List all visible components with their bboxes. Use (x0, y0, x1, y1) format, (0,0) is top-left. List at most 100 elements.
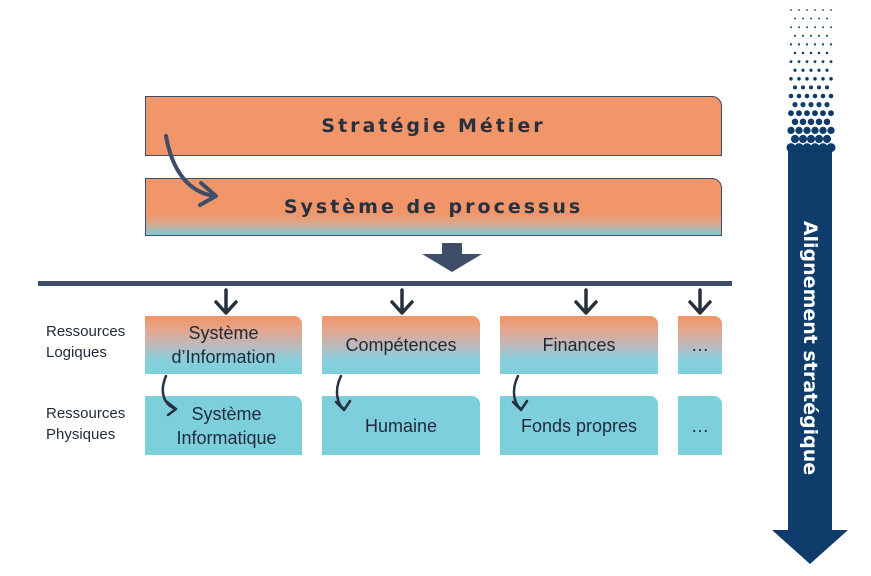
pattern-dot (824, 85, 830, 90)
pattern-dot (788, 110, 794, 117)
pattern-dot (807, 118, 815, 126)
pattern-dot (817, 68, 821, 72)
pattern-dot (808, 85, 814, 90)
pattern-dot (793, 68, 797, 72)
pattern-dot (816, 101, 822, 108)
strategy-to-process-curve-arrow (164, 134, 216, 198)
pattern-dot (808, 101, 814, 108)
pattern-dot (818, 17, 820, 20)
pattern-dot (819, 126, 827, 135)
column-down-arrow (214, 288, 238, 315)
pattern-dot (813, 60, 817, 64)
pattern-dot (821, 43, 825, 46)
process-down-block-arrow (422, 243, 482, 272)
column-down-arrow (390, 288, 414, 315)
pattern-dot (800, 85, 806, 90)
pattern-dot (795, 126, 803, 135)
pattern-dot (815, 118, 823, 126)
pattern-dot (829, 60, 833, 64)
logical-box-label: Finances (542, 335, 616, 355)
pattern-dot (792, 85, 798, 90)
pattern-dot (793, 51, 797, 55)
logical-to-physical-curve-arrow (161, 374, 178, 417)
divider-line (38, 281, 732, 286)
pattern-dot (822, 26, 824, 29)
pattern-dot (810, 17, 812, 20)
pattern-dot (821, 77, 825, 81)
logical-box-skills: Compétences (322, 316, 480, 374)
logical-box-label: Système d’Information (171, 323, 276, 367)
pattern-dot (820, 93, 826, 99)
pattern-dot (796, 93, 802, 99)
strategy-bar: Stratégie Métier (145, 96, 722, 156)
column-down-arrow (688, 288, 712, 315)
pattern-dot (822, 134, 832, 144)
pattern-dot (822, 9, 824, 11)
pattern-dot (797, 60, 801, 64)
physical-box-equity: Fonds propres (500, 396, 658, 455)
pattern-dot (805, 60, 809, 64)
pattern-dot (816, 85, 822, 90)
pattern-dot (813, 77, 817, 81)
physical-box-label: … (691, 415, 709, 436)
pattern-dot (791, 118, 799, 126)
physical-box-it-system: Système Informatique (145, 396, 302, 455)
pattern-dot (798, 26, 800, 29)
pattern-dot (820, 110, 826, 117)
row-label-physical: Ressources Physiques (46, 403, 125, 445)
process-bar: Système de processus (145, 178, 722, 236)
pattern-dot (805, 43, 809, 46)
row-label-physical-text: Ressources Physiques (46, 405, 126, 443)
pattern-dot (801, 68, 805, 72)
column-down-arrow (574, 288, 598, 315)
logical-to-physical-curve-arrow (334, 374, 352, 412)
alignment-arrow-head (772, 530, 848, 564)
pattern-dot (817, 51, 821, 55)
pattern-dot (790, 134, 800, 144)
row-label-logical: Ressources Logiques (46, 321, 125, 363)
pattern-dot (789, 43, 793, 46)
pattern-dot (789, 60, 793, 64)
logical-box-finances: Finances (500, 316, 658, 374)
logical-box-label: … (691, 335, 709, 355)
physical-box-label: Système Informatique (176, 403, 277, 448)
pattern-dot (792, 101, 798, 108)
pattern-dot (821, 60, 825, 64)
pattern-dot (828, 93, 834, 99)
pattern-dot (799, 118, 807, 126)
pattern-dot (809, 51, 813, 55)
pattern-dot (809, 34, 813, 37)
pattern-dot (788, 93, 794, 99)
pattern-dot (811, 126, 819, 135)
pattern-dot (794, 17, 796, 20)
logical-box-information-system: Système d’Information (145, 316, 302, 374)
pattern-dot (812, 110, 818, 117)
pattern-dot (829, 43, 833, 46)
dot-pattern (786, 9, 836, 153)
pattern-dot (806, 26, 808, 29)
pattern-dot (798, 9, 800, 11)
pattern-dot (797, 77, 801, 81)
pattern-dot (814, 134, 824, 144)
pattern-dot (826, 17, 828, 20)
pattern-dot (787, 126, 795, 135)
pattern-dot (804, 110, 810, 117)
pattern-dot (800, 101, 806, 108)
pattern-dot (817, 34, 821, 37)
pattern-dot (812, 93, 818, 99)
pattern-dot (828, 110, 834, 117)
pattern-dot (829, 77, 833, 81)
pattern-dot (809, 68, 813, 72)
pattern-dot (804, 93, 810, 99)
pattern-dot (825, 34, 829, 37)
pattern-dot (825, 68, 829, 72)
physical-box-more: … (678, 396, 722, 455)
pattern-dot (805, 77, 809, 81)
pattern-dot (806, 134, 816, 144)
pattern-dot (806, 9, 808, 11)
pattern-dot (801, 34, 805, 37)
physical-box-human: Humaine (322, 396, 480, 455)
pattern-dot (814, 9, 816, 11)
